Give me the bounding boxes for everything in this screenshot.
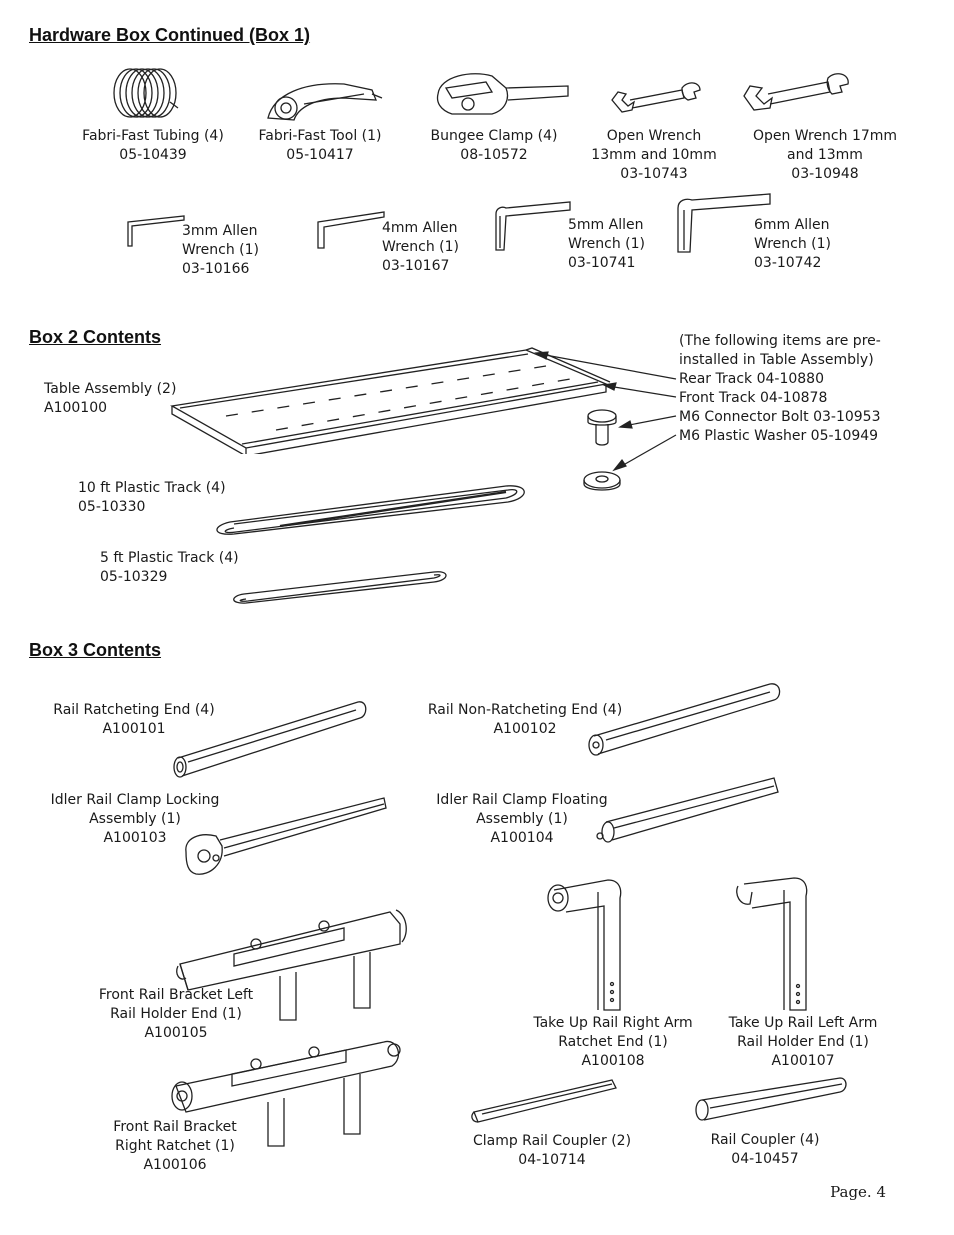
- label-track-10ft: 10 ft Plastic Track (4)05-10330: [78, 480, 226, 515]
- label-fabri-fast-tubing: Fabri-Fast Tubing (4)05-10439: [82, 128, 224, 163]
- label-fabri-fast-tool: Fabri-Fast Tool (1)05-10417: [258, 128, 382, 163]
- idler-rail-clamp-locking-image: [185, 797, 387, 875]
- allen-wrench-3mm-image: [127, 215, 185, 247]
- label-clamp-rail-coupler: Clamp Rail Coupler (2)04-10714: [472, 1133, 632, 1168]
- label-rail-non-ratcheting-end: Rail Non-Ratcheting End (4)A100102: [427, 702, 623, 737]
- page-number: Page. 4: [830, 1183, 886, 1201]
- allen-wrench-4mm-image: [317, 211, 385, 249]
- label-rail-coupler: Rail Coupler (4)04-10457: [710, 1132, 820, 1167]
- section-heading-box1: Hardware Box Continued (Box 1): [29, 25, 311, 45]
- rail-ratcheting-end-image: [173, 701, 367, 778]
- rail-non-ratcheting-end-image: [588, 683, 781, 756]
- allen-wrench-6mm-image: [677, 193, 771, 253]
- section-heading-box3: Box 3 Contents: [29, 640, 162, 660]
- label-bungee-clamp: Bungee Clamp (4)08-10572: [430, 128, 558, 163]
- label-track-5ft: 5 ft Plastic Track (4)05-10329: [100, 550, 239, 585]
- callout-arrows: [534, 351, 677, 472]
- label-preinstalled-note: (The following items are pre-installed i…: [679, 333, 881, 444]
- take-up-rail-right-arm-image: [547, 879, 622, 1011]
- allen-wrench-5mm-image: [495, 201, 571, 251]
- bolt-and-washer-image: [583, 409, 621, 491]
- clamp-rail-coupler-image: [471, 1079, 617, 1123]
- fabri-fast-tool-image: [267, 83, 383, 121]
- plastic-track-5ft-image: [233, 571, 447, 604]
- front-rail-bracket-right-image: [171, 1040, 401, 1147]
- front-rail-bracket-left-image: [176, 909, 407, 1021]
- label-table-assembly: Table Assembly (2)A100100: [44, 381, 177, 416]
- bungee-clamp-image: [436, 73, 569, 115]
- idler-rail-clamp-floating-image: [596, 777, 779, 843]
- take-up-rail-left-arm-image: [736, 877, 808, 1011]
- section-heading-box2: Box 2 Contents: [29, 327, 162, 347]
- label-rail-ratcheting-end: Rail Ratcheting End (4)A100101: [53, 702, 215, 737]
- rail-coupler-image: [695, 1077, 847, 1121]
- fabri-fast-tubing-image: [113, 68, 179, 118]
- open-wrench-13-10-image: [611, 82, 701, 113]
- plastic-track-10ft-image: [216, 485, 525, 535]
- open-wrench-17-13-image: [743, 73, 849, 111]
